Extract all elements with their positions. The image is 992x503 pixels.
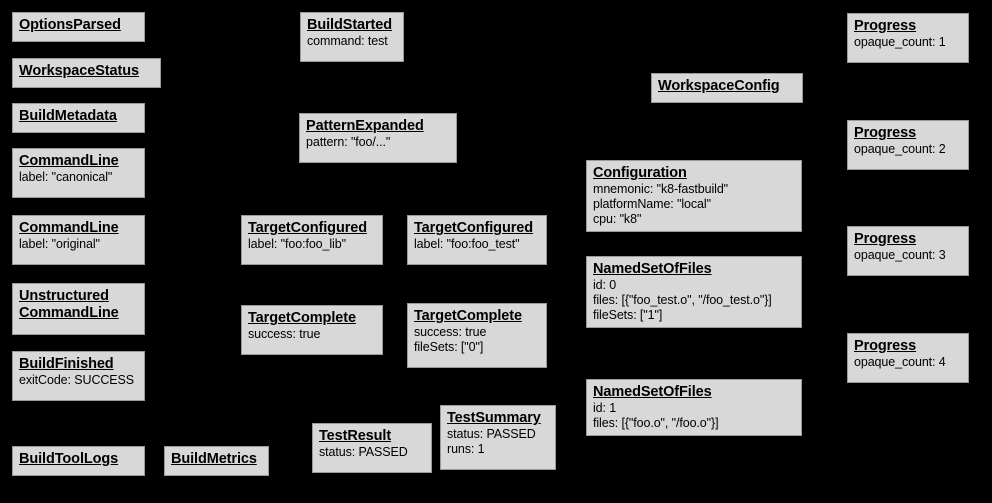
node-fields: id: 0 files: [{"foo_test.o", "/foo_test.… [593, 278, 772, 322]
node-title: Progress [854, 231, 917, 247]
node-title: TargetComplete [248, 310, 356, 326]
node-fields: success: true [248, 327, 321, 341]
node-title: PatternExpanded [306, 118, 424, 134]
node-title: BuildStarted [307, 17, 393, 33]
node-title: CommandLine [19, 220, 119, 236]
node-title: TargetConfigured [248, 220, 367, 236]
node-fields: opaque_count: 3 [854, 248, 946, 262]
node-fields: label: "original" [19, 237, 100, 251]
node-title: Unstructured CommandLine [19, 288, 119, 321]
node-title: BuildToolLogs [19, 451, 119, 467]
node-fields: label: "canonical" [19, 170, 113, 184]
node-fields: opaque_count: 1 [854, 35, 946, 49]
node-title: TargetComplete [414, 308, 522, 324]
node-options-parsed[interactable]: OptionsParsed [12, 12, 145, 42]
node-title: Progress [854, 125, 917, 141]
node-fields: label: "foo:foo_lib" [248, 237, 346, 251]
node-fields: mnemonic: "k8-fastbuild" platformName: "… [593, 182, 729, 226]
node-title: NamedSetOfFiles [593, 261, 712, 277]
node-title: WorkspaceStatus [19, 63, 139, 79]
node-title: Configuration [593, 165, 687, 181]
node-workspace-status[interactable]: WorkspaceStatus [12, 58, 161, 88]
node-title: BuildMetrics [171, 451, 257, 467]
node-build-tool-logs[interactable]: BuildToolLogs [12, 446, 145, 476]
node-unstructured-command-line[interactable]: Unstructured CommandLine [12, 283, 145, 335]
node-fields: command: test [307, 34, 388, 48]
node-title: BuildMetadata [19, 108, 117, 124]
node-title: Progress [854, 18, 917, 34]
node-fields: opaque_count: 4 [854, 355, 946, 369]
node-title: Progress [854, 338, 917, 354]
node-title: OptionsParsed [19, 17, 121, 33]
node-fields: status: PASSED [319, 445, 408, 459]
node-title: WorkspaceConfig [658, 78, 780, 94]
node-title: TestSummary [447, 410, 541, 426]
node-fields: exitCode: SUCCESS [19, 373, 135, 387]
node-workspace-config[interactable]: WorkspaceConfig [651, 73, 803, 103]
node-build-metrics[interactable]: BuildMetrics [164, 446, 269, 476]
node-title: NamedSetOfFiles [593, 384, 712, 400]
node-fields: opaque_count: 2 [854, 142, 946, 156]
node-fields: label: "foo:foo_test" [414, 237, 520, 251]
node-fields: status: PASSED runs: 1 [447, 427, 536, 456]
node-title: TestResult [319, 428, 392, 444]
node-fields: id: 1 files: [{"foo.o", "/foo.o"}] [593, 401, 719, 430]
node-title: BuildFinished [19, 356, 114, 372]
node-title: CommandLine [19, 153, 119, 169]
node-build-metadata[interactable]: BuildMetadata [12, 103, 145, 133]
node-fields: success: true fileSets: ["0"] [414, 325, 487, 354]
node-fields: pattern: "foo/..." [306, 135, 391, 149]
node-title: TargetConfigured [414, 220, 533, 236]
